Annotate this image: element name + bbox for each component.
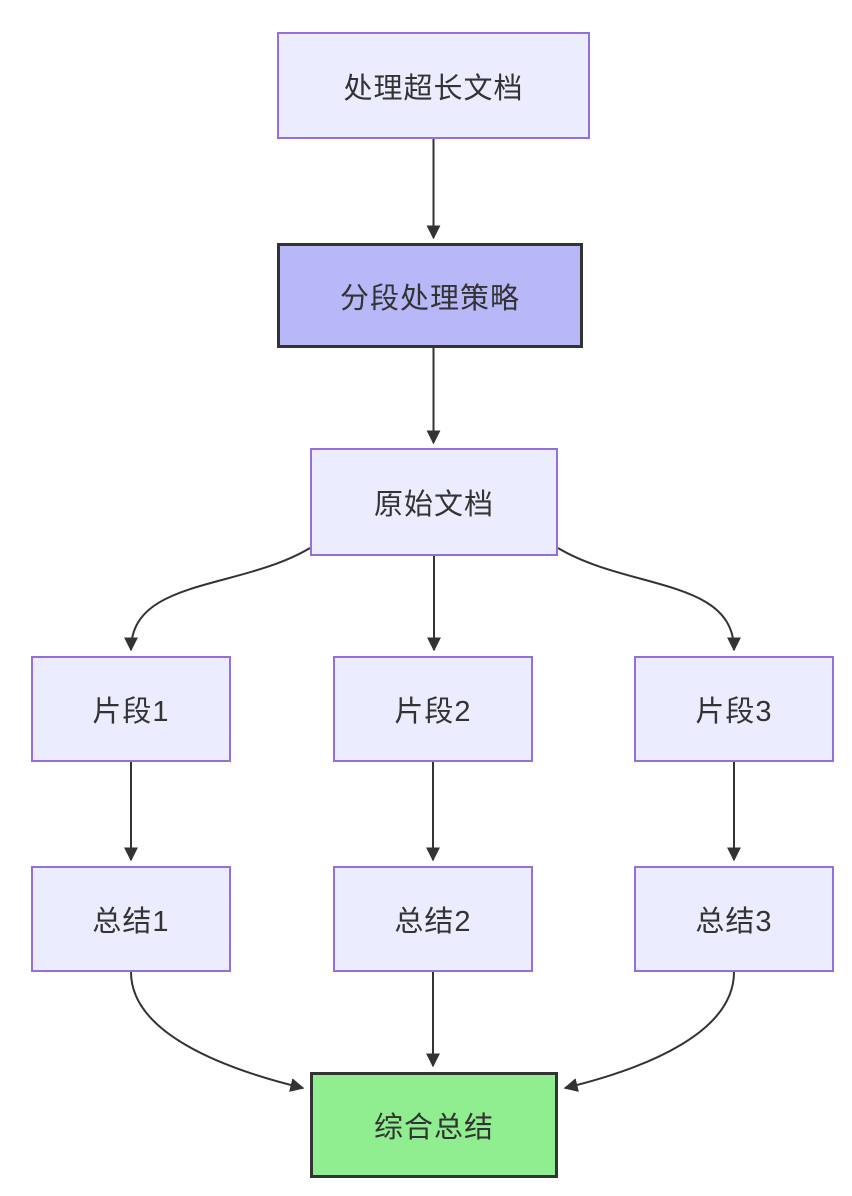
node-label: 片段1 xyxy=(92,696,170,728)
node-A: 处理超长文档 xyxy=(277,32,590,139)
node-B: 分段处理策略 xyxy=(277,243,583,348)
node-label: 总结1 xyxy=(92,906,170,938)
node-D3: 片段3 xyxy=(634,656,834,762)
node-F: 综合总结 xyxy=(310,1072,558,1178)
node-label: 原始文档 xyxy=(373,489,494,521)
node-label: 总结3 xyxy=(695,906,773,938)
node-label: 分段处理策略 xyxy=(339,282,520,315)
node-D2: 片段2 xyxy=(333,656,533,762)
node-D1: 片段1 xyxy=(31,656,231,762)
node-label: 综合总结 xyxy=(373,1112,494,1144)
edge-C-D3 xyxy=(557,547,741,652)
node-E1: 总结1 xyxy=(31,866,231,972)
node-label: 片段2 xyxy=(394,696,472,728)
edge-E3-F xyxy=(563,971,735,1092)
edge-C-D1 xyxy=(124,547,311,652)
node-C: 原始文档 xyxy=(310,448,558,556)
edge-E1-F xyxy=(130,971,305,1092)
edge-group xyxy=(124,139,741,1092)
node-label: 处理超长文档 xyxy=(343,72,524,105)
node-label: 片段3 xyxy=(695,696,773,728)
node-E3: 总结3 xyxy=(634,866,834,972)
node-E2: 总结2 xyxy=(333,866,533,972)
node-label: 总结2 xyxy=(394,906,472,938)
